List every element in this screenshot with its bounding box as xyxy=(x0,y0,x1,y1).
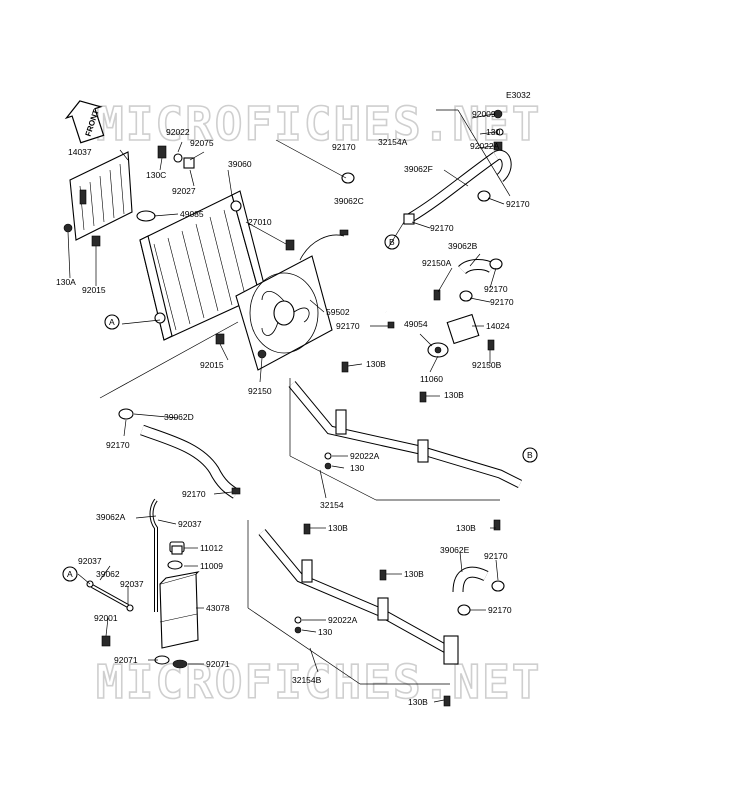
front-arrow-icon: FRONT xyxy=(64,100,105,144)
label-130c: 130C xyxy=(146,170,166,180)
label-92170-d: 92170 xyxy=(484,284,508,294)
label-92170-g: 92170 xyxy=(106,440,130,450)
label-14024: 14024 xyxy=(486,321,510,331)
label-43078: 43078 xyxy=(206,603,230,613)
svg-text:B: B xyxy=(527,450,533,460)
water-pipe-32154b xyxy=(258,529,459,665)
label-130a: 130A xyxy=(56,277,76,287)
label-92015-b: 92015 xyxy=(200,360,224,370)
label-130b-c: 130B xyxy=(328,523,348,533)
label-92150a: 92150A xyxy=(422,258,452,268)
svg-text:A: A xyxy=(67,569,73,579)
label-92001: 92001 xyxy=(94,613,118,623)
thermostat-housing xyxy=(427,313,480,358)
svg-text:A: A xyxy=(109,317,115,327)
label-14037: 14037 xyxy=(68,147,92,157)
label-92170-b: 92170 xyxy=(506,199,530,209)
label-92009: 92009 xyxy=(472,109,496,119)
label-39062a: 39062A xyxy=(96,512,126,522)
label-92170-e: 92170 xyxy=(490,297,514,307)
label-39062f: 39062F xyxy=(404,164,433,174)
label-130b-f: 130B xyxy=(408,697,428,707)
label-92150b: 92150B xyxy=(472,360,502,370)
label-92170-f: 92170 xyxy=(336,321,360,331)
label-92170-h: 92170 xyxy=(182,489,206,499)
label-130-mid: 130 xyxy=(350,463,364,473)
leader-lines xyxy=(67,109,511,703)
label-92170-c: 92170 xyxy=(430,223,454,233)
label-11009: 11009 xyxy=(200,561,223,571)
part-labels: 92009 130 92022A 32154A 92170 39062F 921… xyxy=(56,109,530,707)
watermark-bottom: MICROFICHES.NET xyxy=(96,655,541,709)
label-39062c: 39062C xyxy=(334,196,364,206)
label-92027: 92027 xyxy=(172,186,196,196)
cooling-fan xyxy=(235,229,349,371)
label-130b-e: 130B xyxy=(404,569,424,579)
label-130-top: 130 xyxy=(486,127,500,137)
callout-a-top: A xyxy=(104,314,120,330)
label-92071-b: 92071 xyxy=(206,659,230,669)
label-92015-a: 92015 xyxy=(82,285,106,295)
label-92022a-mid: 92022A xyxy=(350,451,380,461)
label-92075: 92075 xyxy=(190,138,214,148)
label-49085: 49085 xyxy=(180,209,204,219)
label-39062b: 39062B xyxy=(448,241,478,251)
radiator-screen xyxy=(69,151,133,241)
label-11060: 11060 xyxy=(420,374,443,384)
label-130-low: 130 xyxy=(318,627,332,637)
reservoir-tank xyxy=(159,541,200,649)
label-11012: 11012 xyxy=(200,543,223,553)
water-pipe-32154 xyxy=(288,381,523,489)
radiator xyxy=(139,190,267,341)
label-92022a-top: 92022A xyxy=(470,141,500,151)
label-27010: 27010 xyxy=(248,217,272,227)
label-92037-b: 92037 xyxy=(78,556,102,566)
label-39062: 39062 xyxy=(96,569,120,579)
label-92170-j: 92170 xyxy=(488,605,512,615)
label-130b-d: 130B xyxy=(456,523,476,533)
label-92037-c: 92037 xyxy=(120,579,144,589)
label-130b-a: 130B xyxy=(366,359,386,369)
label-59502: 59502 xyxy=(326,307,350,317)
label-92022: 92022 xyxy=(166,127,190,137)
label-49054: 49054 xyxy=(404,319,428,329)
callout-a-bottom: A xyxy=(62,566,78,582)
label-39062d: 39062D xyxy=(164,412,194,422)
watermark-top: MICROFICHES.NET xyxy=(96,97,541,151)
label-92170-i: 92170 xyxy=(484,551,508,561)
diagram-code: E3032 xyxy=(506,90,531,100)
label-39060: 39060 xyxy=(228,159,252,169)
label-39062e: 39062E xyxy=(440,545,470,555)
label-92071-a: 92071 xyxy=(114,655,138,665)
callout-b-right: B xyxy=(522,447,538,463)
label-92170-a: 92170 xyxy=(332,142,356,152)
label-32154b: 32154B xyxy=(292,675,322,685)
label-92150: 92150 xyxy=(248,386,272,396)
label-92022a-low: 92022A xyxy=(328,615,358,625)
label-32154: 32154 xyxy=(320,500,344,510)
label-130b-b: 130B xyxy=(444,390,464,400)
label-92037-a: 92037 xyxy=(178,519,202,529)
label-32154a: 32154A xyxy=(378,137,408,147)
